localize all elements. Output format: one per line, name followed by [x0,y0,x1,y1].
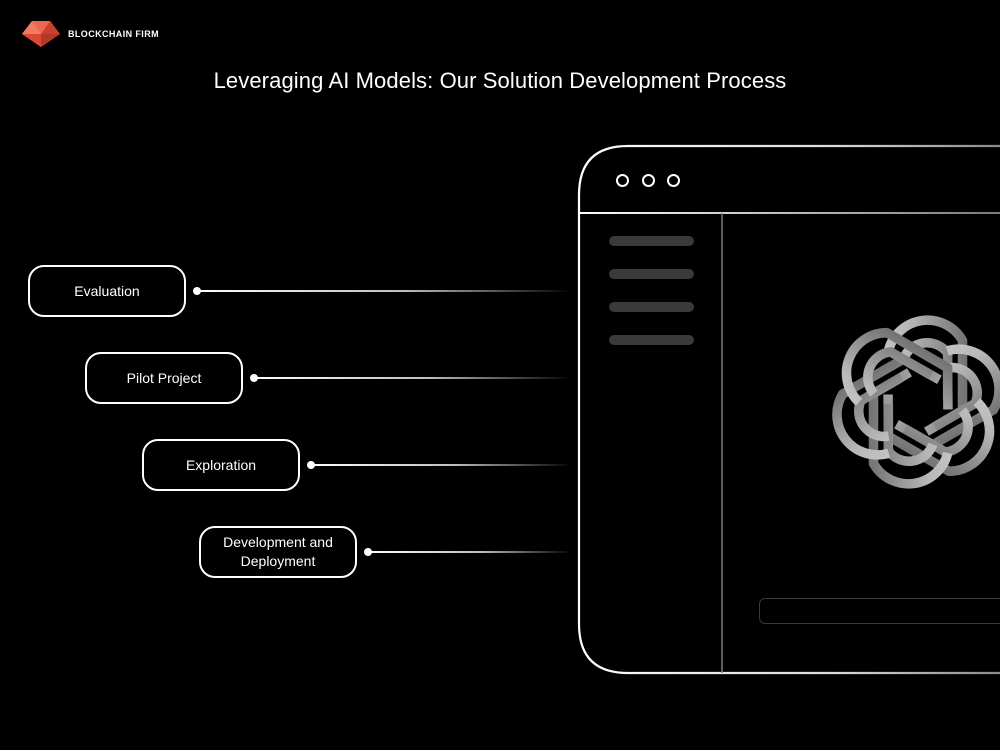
step-label-group: Development and Deployment [223,533,333,571]
prompt-input-placeholder [759,598,1000,624]
step-pilot-project: Pilot Project [85,352,243,404]
step-connector [307,461,572,469]
brand-logo: BLOCKCHAIN FIRM [22,20,159,48]
step-label: Deployment [240,553,316,569]
window-control-close-icon [616,174,629,187]
step-connector [250,374,572,382]
connector-dot-icon [193,287,201,295]
sidebar-placeholder-item [609,302,694,312]
step-label: Evaluation [74,282,140,299]
sidebar-placeholder-item [609,269,694,279]
step-label: Exploration [185,456,257,473]
step-connector [193,287,572,295]
window-control-maximize-icon [667,174,680,187]
connector-dot-icon [364,548,372,556]
brand-name: BLOCKCHAIN FIRM [68,29,159,39]
connector-dot-icon [250,374,258,382]
step-development-and-deployment: Development and Deployment [199,526,357,578]
blockchain-firm-logo-icon [22,21,60,47]
window-control-minimize-icon [642,174,655,187]
step-label: Pilot Project [126,369,202,386]
openai-logo-icon [812,315,1000,508]
step-label: Development and [223,534,333,550]
step-evaluation: Evaluation [28,265,186,317]
page-title: Leveraging AI Models: Our Solution Devel… [213,68,787,93]
step-connector [364,548,572,556]
connector-dot-icon [307,461,315,469]
sidebar-placeholder-item [609,335,694,345]
step-exploration: Exploration [142,439,300,491]
sidebar-placeholder-item [609,236,694,246]
